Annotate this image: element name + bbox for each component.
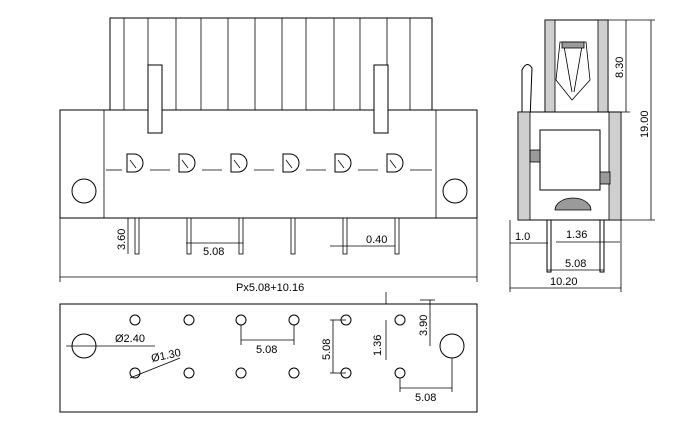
pcb-offset-y-label: 1.36 bbox=[372, 335, 384, 356]
side-offset-b-label: 1.36 bbox=[566, 229, 587, 241]
pcb-pitch-x-label: 5.08 bbox=[256, 344, 277, 356]
front-pitch-label: 5.08 bbox=[203, 246, 224, 258]
pcb-pitch-y-label: 5.08 bbox=[321, 339, 333, 360]
side-overall-width-label: 10.20 bbox=[550, 276, 578, 288]
pcb-pin-holes bbox=[129, 314, 406, 379]
side-view: 8.30 19.00 1.0 1.36 5.08 10.20 bbox=[509, 19, 655, 292]
side-top-height-label: 8.30 bbox=[614, 57, 626, 78]
front-pin-thickness-label: 0.40 bbox=[366, 234, 387, 246]
terminal-contacts bbox=[126, 153, 404, 173]
front-view: 3.60 5.08 0.40 Px5.08+10.16 bbox=[59, 17, 478, 294]
mount-hole-right bbox=[442, 178, 468, 204]
side-total-height-label: 19.00 bbox=[639, 110, 651, 138]
pcb-mount-hole-label: Ø2.40 bbox=[115, 333, 145, 345]
mount-hole-left bbox=[71, 178, 97, 204]
front-overall-width-label: Px5.08+10.16 bbox=[236, 282, 304, 294]
side-pitch-label: 5.08 bbox=[565, 258, 586, 270]
pcb-layout: Ø2.40 Ø1.30 5.08 5.08 1.36 3.90 5.08 bbox=[59, 292, 478, 413]
front-pin-length-label: 3.60 bbox=[116, 229, 128, 250]
front-pins bbox=[134, 217, 400, 255]
side-offset-a-label: 1.0 bbox=[515, 231, 530, 243]
pcb-mount-offset-y-label: 3.90 bbox=[418, 315, 430, 336]
pcb-mount-offset-x-label: 5.08 bbox=[415, 392, 436, 404]
